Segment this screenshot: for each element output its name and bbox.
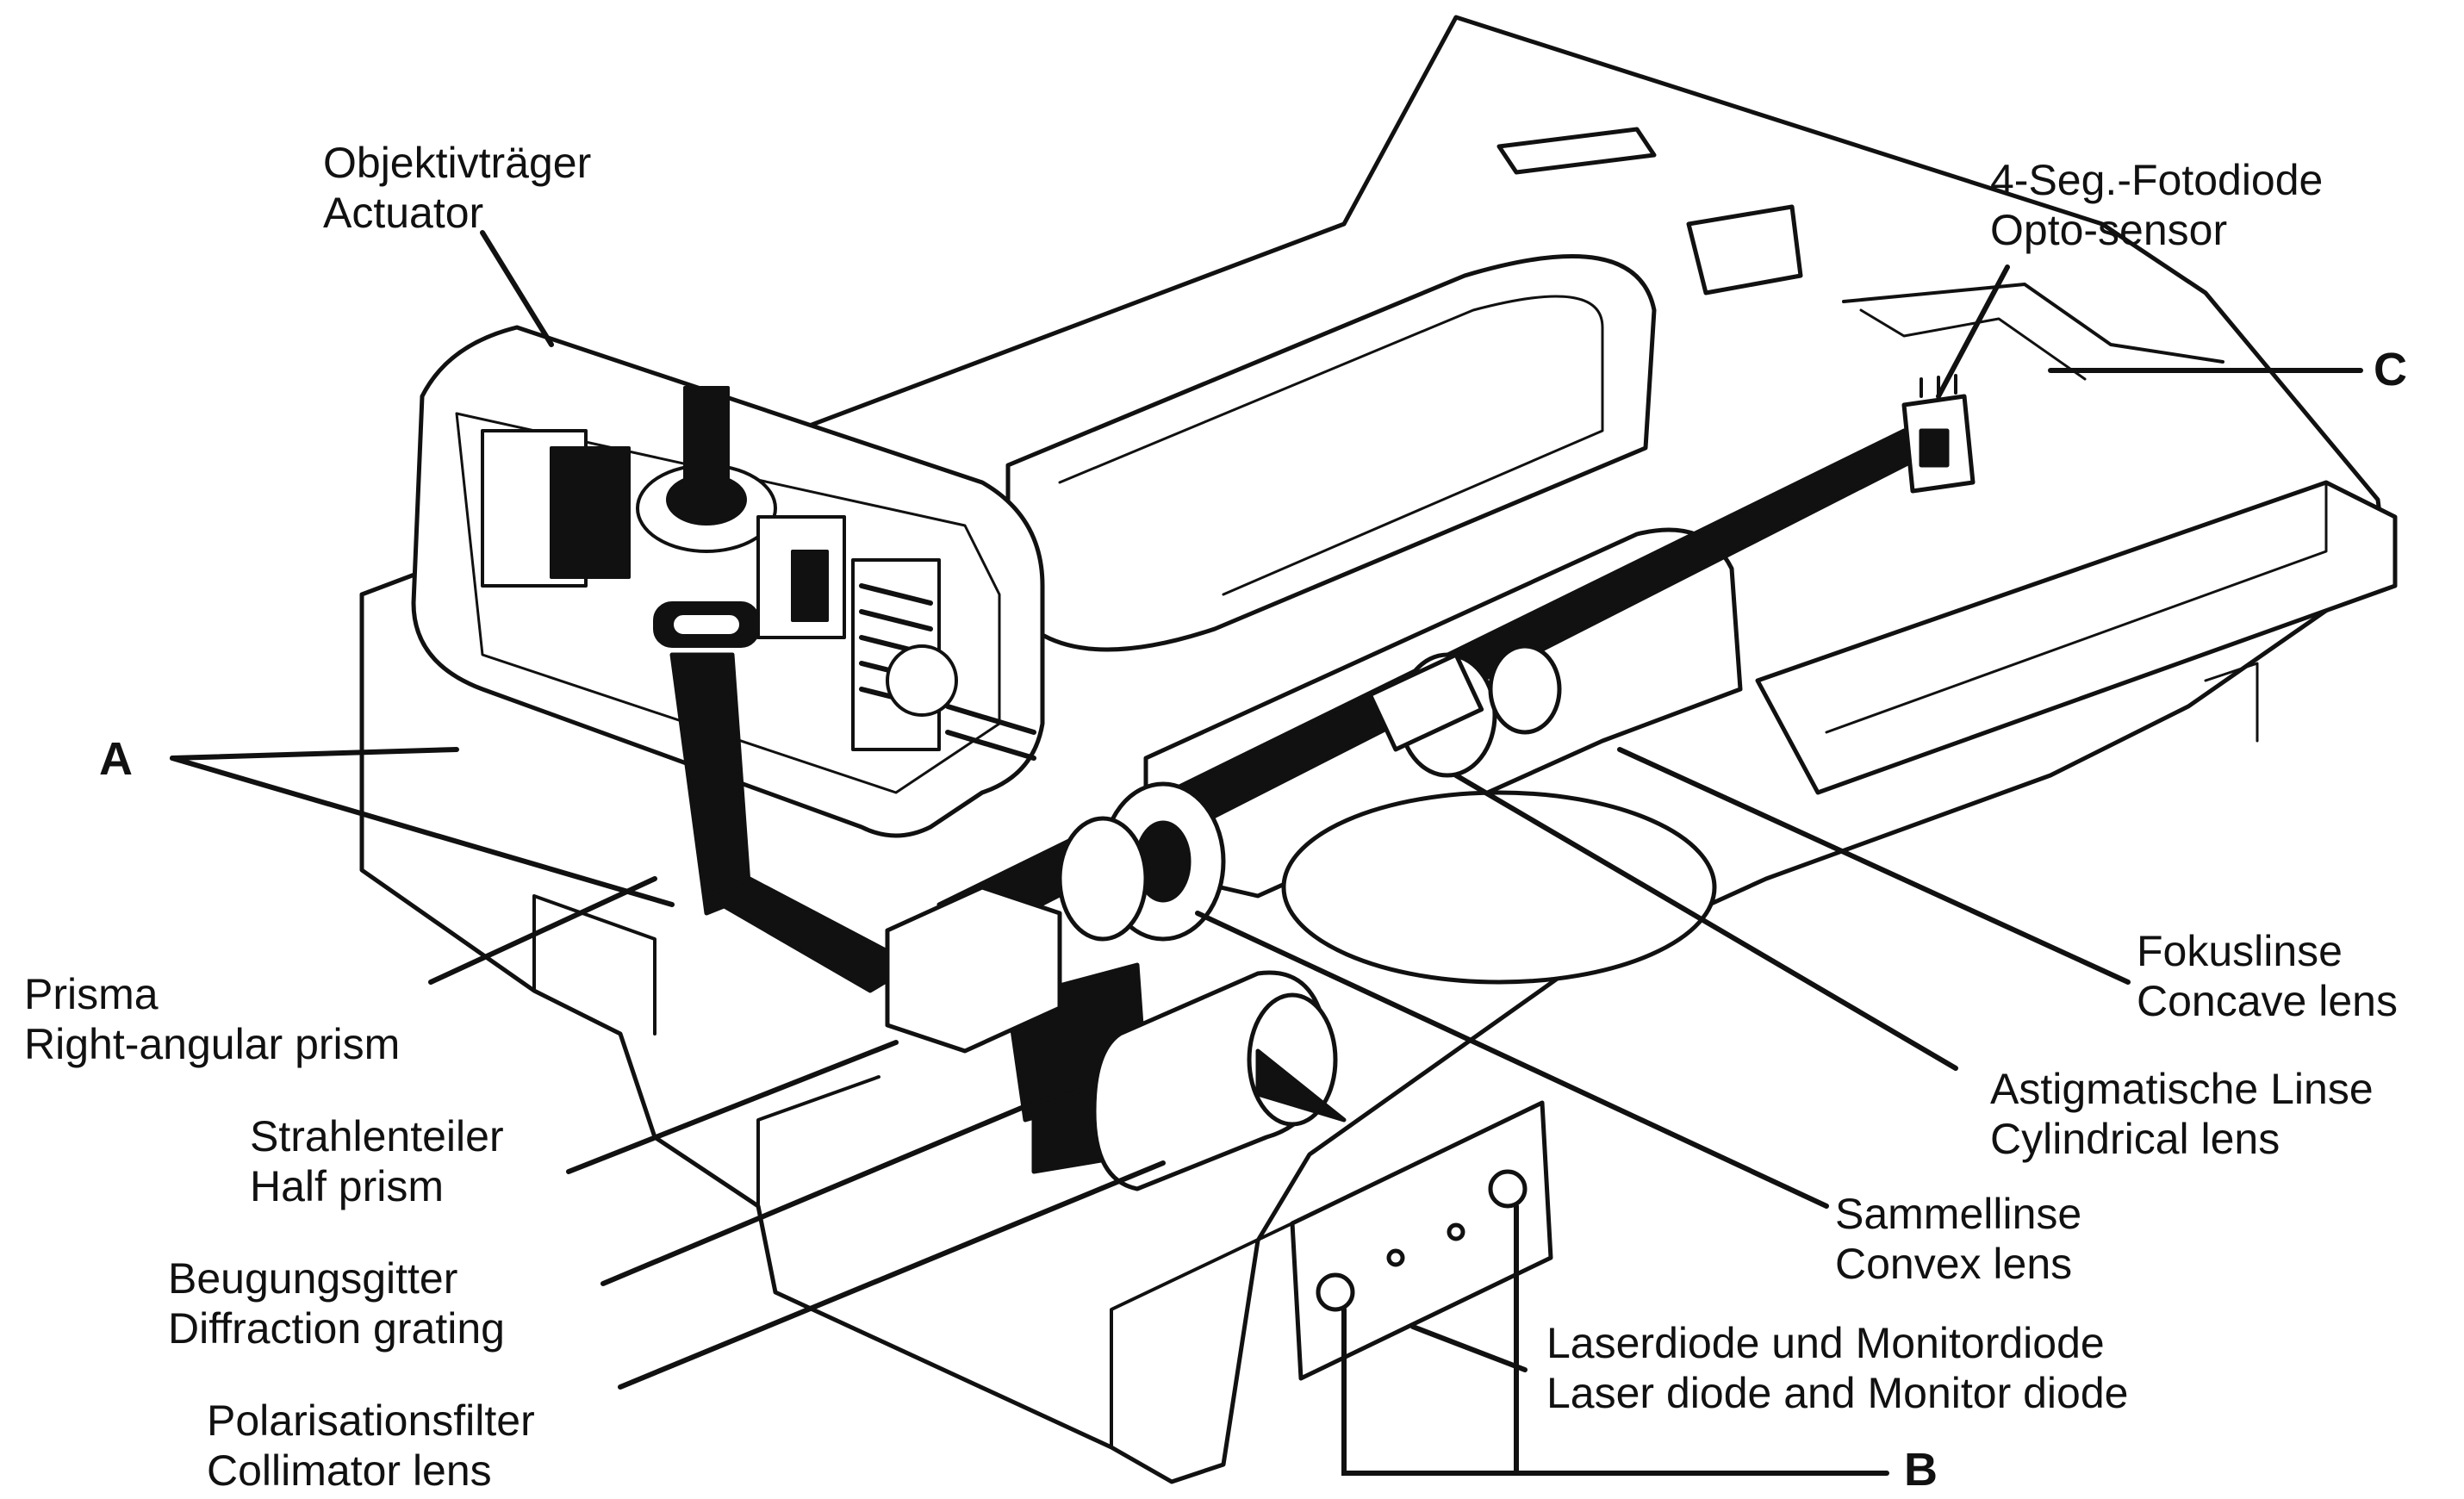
label-prism: Prisma Right-angular prism — [24, 969, 400, 1069]
label-grating-en: Diffraction grating — [168, 1304, 505, 1353]
label-photodiode-en: Opto-sensor — [1990, 206, 2228, 254]
label-focus-lens-en: Concave lens — [2137, 977, 2398, 1025]
label-astig-lens: Astigmatische Linse Cylindrical lens — [1990, 1064, 2374, 1164]
label-actuator-de: Objektivträger — [323, 139, 592, 187]
leader-astig — [1453, 773, 1958, 1071]
label-polarizer: Polarisationsfilter Collimator lens — [207, 1396, 535, 1496]
label-laser-diode-en: Laser diode and Monitor diode — [1546, 1369, 2129, 1417]
laser-diode-plate — [1290, 1100, 1553, 1381]
leader-collector — [1195, 911, 1829, 1209]
focus-lens — [1367, 652, 1484, 752]
label-astig-lens-en: Cylindrical lens — [1990, 1115, 2280, 1163]
label-photodiode: 4-Seg.-Fotodiode Opto-sensor — [1990, 155, 2323, 255]
label-grating-de: Beugungsgitter — [168, 1254, 458, 1303]
label-focus-lens: Fokuslinse Concave lens — [2137, 926, 2398, 1026]
top-block-1 — [1496, 127, 1657, 175]
leader-a-1 — [170, 747, 459, 761]
label-astig-lens-de: Astigmatische Linse — [1990, 1065, 2374, 1113]
leader-actuator — [480, 230, 554, 347]
marker-b: B — [1904, 1444, 1938, 1496]
label-beam-splitter-de: Strahlenteiler — [250, 1112, 504, 1160]
leader-prism — [428, 876, 657, 985]
label-laser-diode: Laserdiode und Monitordiode Laser diode … — [1546, 1318, 2128, 1418]
label-collector-lens-de: Sammellinse — [1835, 1190, 2082, 1238]
leader-beam-splitter — [566, 1040, 899, 1174]
label-collector-lens-en: Convex lens — [1835, 1240, 2073, 1288]
leader-polarizer — [618, 1160, 1166, 1390]
leader-b — [1341, 1307, 1889, 1476]
leader-a-2 — [170, 756, 675, 907]
leader-lines — [170, 230, 2363, 1476]
prism-block — [885, 885, 1062, 1054]
label-actuator-en: Actuator — [323, 189, 484, 237]
marker-c: C — [2374, 344, 2407, 395]
label-polarizer-en: Collimator lens — [207, 1446, 492, 1495]
lens-hole — [1281, 790, 1717, 985]
label-collector-lens: Sammellinse Convex lens — [1835, 1189, 2081, 1289]
label-polarizer-de: Polarisationsfilter — [207, 1396, 535, 1445]
label-beam-splitter-en: Half prism — [250, 1162, 445, 1210]
leader-photodiode — [1936, 264, 2010, 399]
label-prism-de: Prisma — [24, 970, 159, 1018]
label-focus-lens-de: Fokuslinse — [2137, 927, 2343, 975]
label-grating: Beugungsgitter Diffraction grating — [168, 1253, 505, 1353]
label-prism-en: Right-angular prism — [24, 1020, 401, 1068]
label-actuator: Objektivträger Actuator — [323, 138, 591, 238]
leader-grating — [600, 1100, 1036, 1286]
label-laser-diode-de: Laserdiode und Monitordiode — [1546, 1319, 2105, 1367]
top-groove — [1005, 254, 1657, 652]
label-photodiode-de: 4-Seg.-Fotodiode — [1990, 156, 2324, 204]
leader-focus — [1617, 747, 2131, 985]
leader-laser-diode — [1410, 1324, 1528, 1372]
top-block-2 — [1686, 204, 1803, 295]
label-beam-splitter: Strahlenteiler Half prism — [250, 1111, 504, 1211]
marker-a: A — [99, 733, 133, 785]
actuator-mechanism — [481, 386, 1036, 761]
